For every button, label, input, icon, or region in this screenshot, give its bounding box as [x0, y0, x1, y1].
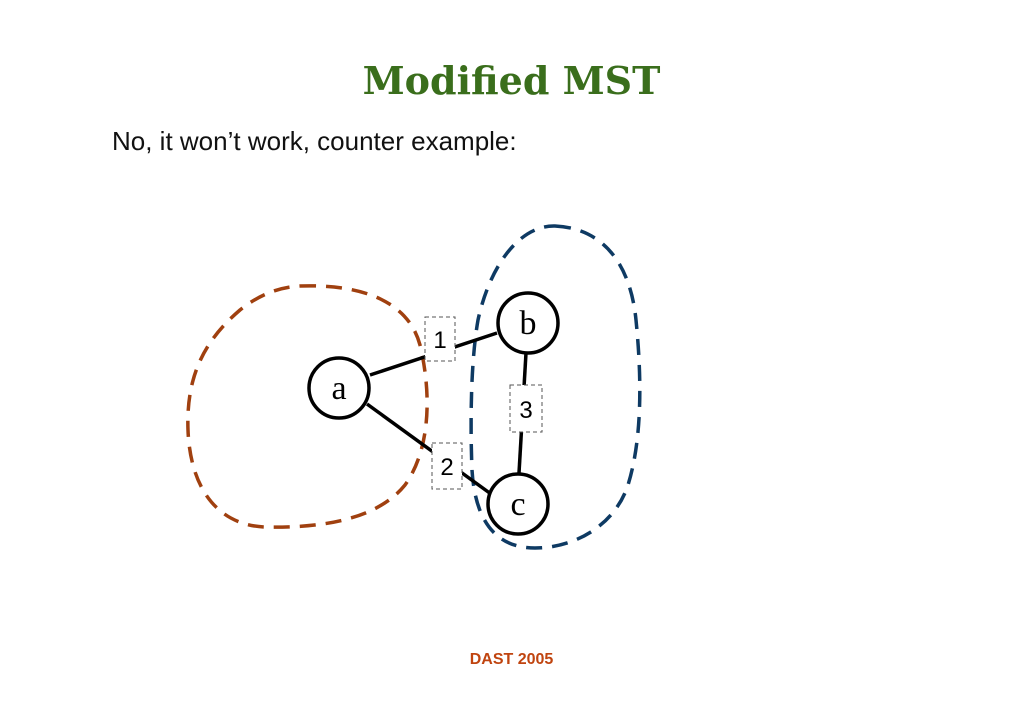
edge-weight-a-c: 2 — [431, 442, 463, 490]
edge-a-c — [365, 402, 493, 496]
cluster-right — [469, 224, 642, 550]
svg-text:2: 2 — [440, 454, 453, 481]
slide-subtitle: No, it won’t work, counter example: — [112, 126, 517, 156]
svg-text:c: c — [510, 486, 525, 523]
node-b: b — [496, 291, 560, 355]
node-a: a — [307, 356, 371, 420]
svg-text:3: 3 — [519, 397, 532, 424]
slide-title: Modified MST — [362, 58, 661, 103]
cluster-left — [186, 284, 429, 529]
svg-text:1: 1 — [433, 327, 446, 354]
svg-text:a: a — [331, 370, 346, 407]
node-c: c — [486, 472, 550, 536]
slide-footer: DAST 2005 — [469, 651, 554, 668]
edge-weight-a-b: 1 — [424, 316, 456, 362]
edge-weight-b-c: 3 — [509, 384, 543, 433]
svg-text:b: b — [520, 305, 537, 342]
